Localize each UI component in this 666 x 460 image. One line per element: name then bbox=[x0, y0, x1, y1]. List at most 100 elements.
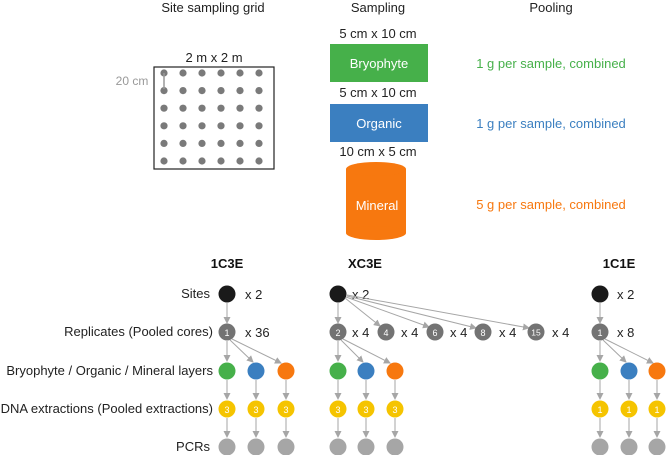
row-label-pcrs: PCRs bbox=[176, 439, 210, 454]
replicate-multiplier: x 4 bbox=[352, 325, 369, 340]
sites-multiplier: x 2 bbox=[245, 287, 262, 302]
design-1c3e: x 2 1 x 36 3 3 3 bbox=[218, 285, 295, 456]
replicate-multiplier: x 8 bbox=[617, 325, 634, 340]
dna-count: 3 bbox=[253, 405, 258, 415]
grid-sample-point bbox=[217, 104, 225, 112]
design-title-1c1e: 1C1E bbox=[603, 256, 636, 271]
grid-sample-point bbox=[255, 122, 263, 130]
grid-sample-point bbox=[236, 139, 244, 147]
pooling-mineral: 5 g per sample, combined bbox=[476, 197, 626, 212]
mineral-label: Mineral bbox=[356, 198, 399, 213]
grid-sample-point bbox=[255, 104, 263, 112]
grid-spacing-label: 20 cm bbox=[116, 74, 149, 88]
replicate-multiplier: x 4 bbox=[552, 325, 569, 340]
pooling-organic: 1 g per sample, combined bbox=[476, 116, 626, 131]
dna-count: 3 bbox=[283, 405, 288, 415]
replicate-node bbox=[426, 323, 444, 341]
pcr-node bbox=[386, 438, 404, 456]
pcr-node bbox=[591, 438, 609, 456]
replicate-count: 1 bbox=[597, 328, 602, 338]
grid-sample-point bbox=[179, 157, 187, 165]
replicate-count: 4 bbox=[383, 328, 388, 338]
mineral-node bbox=[277, 362, 295, 380]
pcr-node bbox=[648, 438, 666, 456]
organic-node bbox=[247, 362, 265, 380]
dna-count: 3 bbox=[363, 405, 368, 415]
dna-count: 3 bbox=[392, 405, 397, 415]
grid-sample-point bbox=[255, 87, 263, 95]
dna-node bbox=[277, 400, 295, 418]
replicate-node bbox=[527, 323, 545, 341]
dna-count: 1 bbox=[626, 405, 631, 415]
grid-sample-point bbox=[236, 122, 244, 130]
replicate-node bbox=[377, 323, 395, 341]
grid-sample-point bbox=[160, 139, 168, 147]
replicate-count: 2 bbox=[335, 328, 340, 338]
grid-sample-point bbox=[236, 104, 244, 112]
grid-header: Site sampling grid bbox=[161, 0, 264, 15]
replicate-node bbox=[591, 323, 609, 341]
grid-sample-point bbox=[198, 139, 206, 147]
sites-multiplier: x 2 bbox=[617, 287, 634, 302]
replicate-node bbox=[218, 323, 236, 341]
grid-sample-point bbox=[217, 87, 225, 95]
grid-sample-point bbox=[160, 157, 168, 165]
grid-sample-point bbox=[179, 87, 187, 95]
grid-sample-point bbox=[255, 139, 263, 147]
grid-size-label: 2 m x 2 m bbox=[185, 50, 242, 65]
replicate-count: 15 bbox=[531, 328, 541, 338]
dna-node bbox=[648, 400, 666, 418]
grid-sample-point bbox=[179, 122, 187, 130]
pcr-node bbox=[247, 438, 265, 456]
row-label-replicates: Replicates (Pooled cores) bbox=[64, 324, 213, 339]
dna-node bbox=[247, 400, 265, 418]
grid-sample-point bbox=[217, 69, 225, 77]
row-label-dna: DNA extractions (Pooled extractions) bbox=[1, 401, 213, 416]
mineral-cylinder bbox=[346, 162, 406, 240]
grid-sample-point bbox=[179, 69, 187, 77]
pcr-node bbox=[218, 438, 236, 456]
grid-frame bbox=[153, 66, 275, 170]
pooling-header: Pooling bbox=[529, 0, 572, 15]
design-xc3e: x 2 2 x 4 4 x 4 6 x 4 8 x 4 15 x 4 3 bbox=[329, 285, 569, 456]
mineral-node bbox=[386, 362, 404, 380]
organic-box bbox=[330, 104, 428, 142]
bryophyte-box bbox=[330, 44, 428, 82]
dna-node bbox=[386, 400, 404, 418]
dna-node bbox=[218, 400, 236, 418]
mineral-node bbox=[648, 362, 666, 380]
dna-node bbox=[357, 400, 375, 418]
bryophyte-node bbox=[329, 362, 347, 380]
replicate-node bbox=[329, 323, 347, 341]
replicate-multiplier: x 4 bbox=[401, 325, 418, 340]
design-title-xc3e: XC3E bbox=[348, 256, 382, 271]
replicate-node bbox=[474, 323, 492, 341]
bryophyte-node bbox=[591, 362, 609, 380]
grid-sample-point bbox=[255, 69, 263, 77]
grid-sample-point bbox=[198, 87, 206, 95]
pooling-bryophyte: 1 g per sample, combined bbox=[476, 56, 626, 71]
row-label-sites: Sites bbox=[181, 286, 210, 301]
grid-sample-point bbox=[236, 87, 244, 95]
organic-dim: 5 cm x 10 cm bbox=[339, 85, 416, 100]
grid-sample-point bbox=[236, 69, 244, 77]
replicate-count: 6 bbox=[432, 328, 437, 338]
site-node bbox=[591, 285, 609, 303]
replicate-multiplier: x 4 bbox=[499, 325, 516, 340]
replicate-multiplier: x 4 bbox=[450, 325, 467, 340]
grid-sample-point bbox=[198, 157, 206, 165]
grid-sample-point bbox=[179, 104, 187, 112]
replicate-multiplier: x 36 bbox=[245, 325, 270, 340]
dna-count: 3 bbox=[224, 405, 229, 415]
pcr-node bbox=[620, 438, 638, 456]
grid-sample-point bbox=[160, 122, 168, 130]
dna-count: 1 bbox=[654, 405, 659, 415]
grid-sample-point bbox=[198, 69, 206, 77]
site-node bbox=[329, 285, 347, 303]
organic-label: Organic bbox=[356, 116, 402, 131]
mineral-dim: 10 cm x 5 cm bbox=[339, 144, 416, 159]
grid-sample-point bbox=[160, 104, 168, 112]
grid-sample-point bbox=[179, 139, 187, 147]
